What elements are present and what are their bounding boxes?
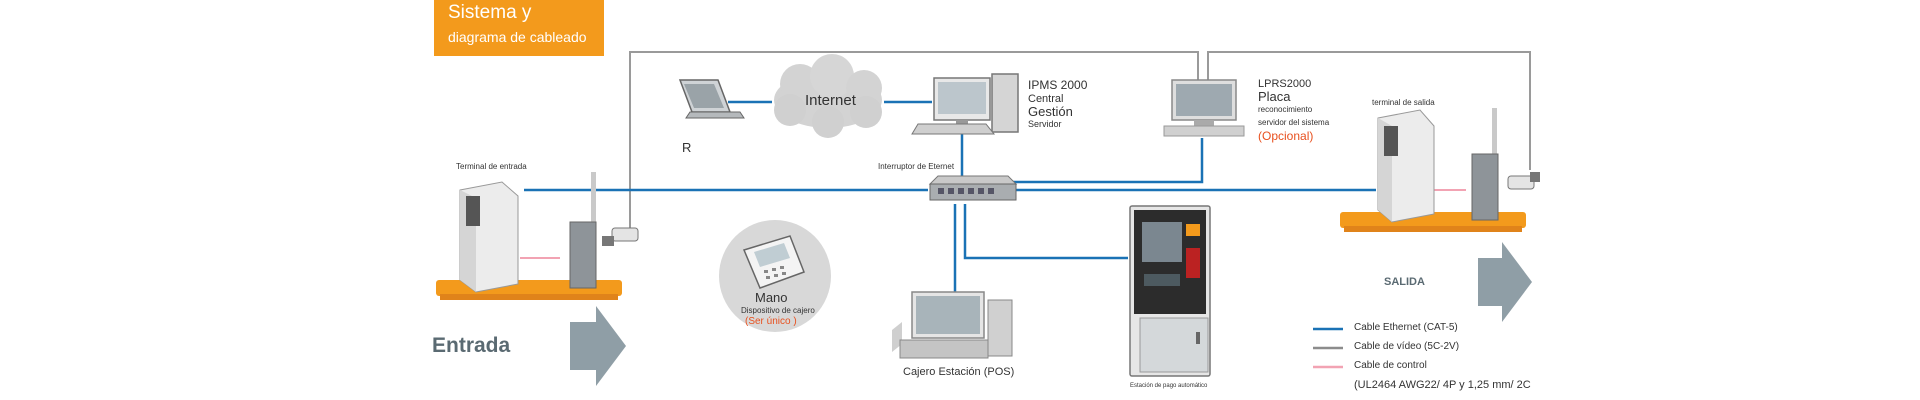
exit-camera-icon bbox=[1507, 172, 1540, 190]
lprs-label-line-1: LPRS2000 bbox=[1258, 78, 1312, 90]
title-line-2: diagrama de cableado bbox=[448, 29, 587, 45]
ethernet-switch-paystation bbox=[963, 204, 1128, 260]
handheld-label-line-1: Mano bbox=[755, 290, 788, 305]
switch-label: Interruptor de Eternet bbox=[878, 162, 955, 171]
video-cables bbox=[629, 51, 1531, 228]
exit-direction-label: SALIDA bbox=[1384, 276, 1425, 288]
handheld-device-icon bbox=[719, 220, 831, 332]
server-label-line-1: IPMS 2000 bbox=[1028, 78, 1088, 92]
server-pc-icon bbox=[911, 73, 1019, 135]
title-box: Sistema y diagrama de cableado bbox=[434, 0, 604, 56]
exit-arrow-icon bbox=[1478, 242, 1532, 322]
video-cable-exit-camera bbox=[1207, 51, 1531, 170]
title-line-1: Sistema y bbox=[448, 2, 532, 23]
internet-cloud-icon bbox=[774, 54, 882, 138]
entry-barrier-icon bbox=[569, 172, 597, 289]
lprs-label-line-3: reconocimiento bbox=[1258, 105, 1313, 114]
entry-arrow-icon bbox=[570, 306, 626, 386]
legend-note: (UL2464 AWG22/ 4P y 1,25 mm/ 2C bbox=[1354, 379, 1531, 391]
entry-terminal-label: Terminal de entrada bbox=[456, 162, 527, 171]
legend-label-control: Cable de control bbox=[1354, 360, 1427, 371]
entry-direction-label: Entrada bbox=[432, 334, 511, 357]
exit-terminal-icon bbox=[1377, 109, 1435, 223]
lprs-label-optional: (Opcional) bbox=[1258, 129, 1314, 143]
ethernet-switch-lprs bbox=[1010, 138, 1204, 184]
pos-label: Cajero Estación (POS) bbox=[903, 366, 1015, 378]
pay-station-label: Estación de pago automático bbox=[1130, 383, 1208, 389]
video-cable-entry-camera bbox=[629, 51, 1199, 228]
handheld-label-line-3: (Ser único ) bbox=[745, 316, 797, 327]
remote-label: R bbox=[682, 140, 692, 155]
laptop-icon bbox=[678, 79, 745, 119]
legend-label-video: Cable de vídeo (5C-2V) bbox=[1354, 341, 1460, 352]
lprs-label-line-4: servidor del sistema bbox=[1258, 118, 1330, 127]
lprs-monitor-icon bbox=[1163, 79, 1245, 137]
entry-terminal-icon bbox=[459, 181, 519, 293]
server-label-line-3: Gestión bbox=[1028, 104, 1073, 119]
entry-camera-icon bbox=[602, 227, 639, 246]
legend-label-ethernet: Cable Ethernet (CAT-5) bbox=[1354, 322, 1458, 333]
server-label-line-2: Central bbox=[1028, 93, 1064, 105]
pos-station-icon bbox=[892, 291, 1013, 359]
ethernet-cables bbox=[524, 100, 1376, 296]
exit-terminal-label: terminal de salida bbox=[1372, 98, 1435, 107]
pay-station-icon bbox=[1129, 205, 1211, 377]
lprs-label-line-2: Placa bbox=[1258, 89, 1291, 104]
handheld-label-line-2: Dispositivo de cajero bbox=[741, 306, 815, 315]
exit-barrier-icon bbox=[1471, 108, 1499, 221]
server-label-line-4: Servidor bbox=[1028, 119, 1062, 129]
ethernet-switch-icon bbox=[928, 175, 1018, 201]
internet-label: Internet bbox=[805, 92, 856, 109]
